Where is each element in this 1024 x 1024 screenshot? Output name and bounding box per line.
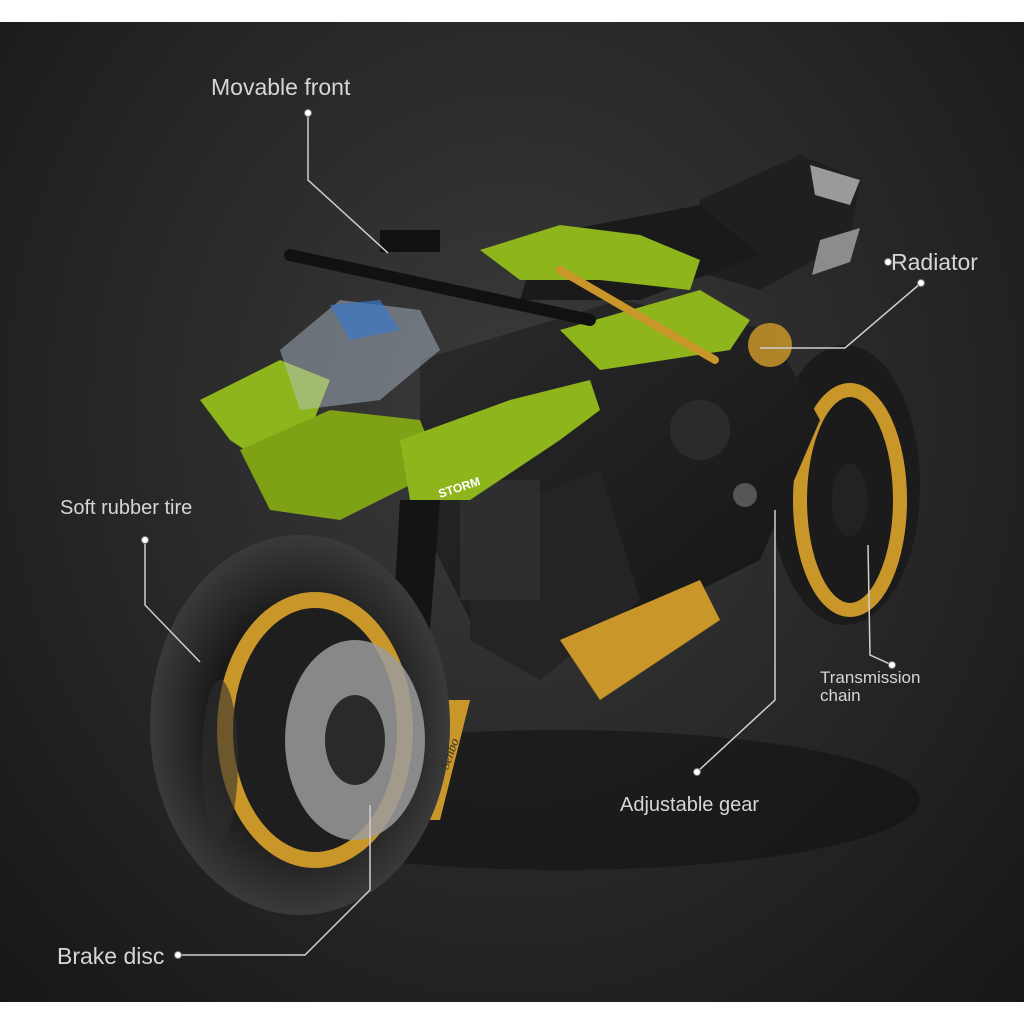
- callout-radiator: Radiator: [891, 249, 978, 275]
- callout-soft-rubber-tire: Soft rubber tire: [60, 497, 193, 519]
- callout-dots: [141, 109, 925, 959]
- front-wheel: [150, 535, 450, 915]
- callout-transmission-chain-line2: chain: [820, 686, 861, 705]
- handlebar: [284, 230, 792, 367]
- windscreen: [280, 300, 440, 410]
- callout-brake-disc: Brake disc: [57, 943, 165, 969]
- callout-adjustable-gear: Adjustable gear: [620, 794, 759, 816]
- callout-lines: [144, 113, 922, 956]
- blue-light: [330, 300, 400, 340]
- callout-movable-front: Movable front: [211, 74, 351, 100]
- engine-body: [420, 300, 820, 700]
- callout-transmission-chain-line1: Transmission: [820, 668, 921, 687]
